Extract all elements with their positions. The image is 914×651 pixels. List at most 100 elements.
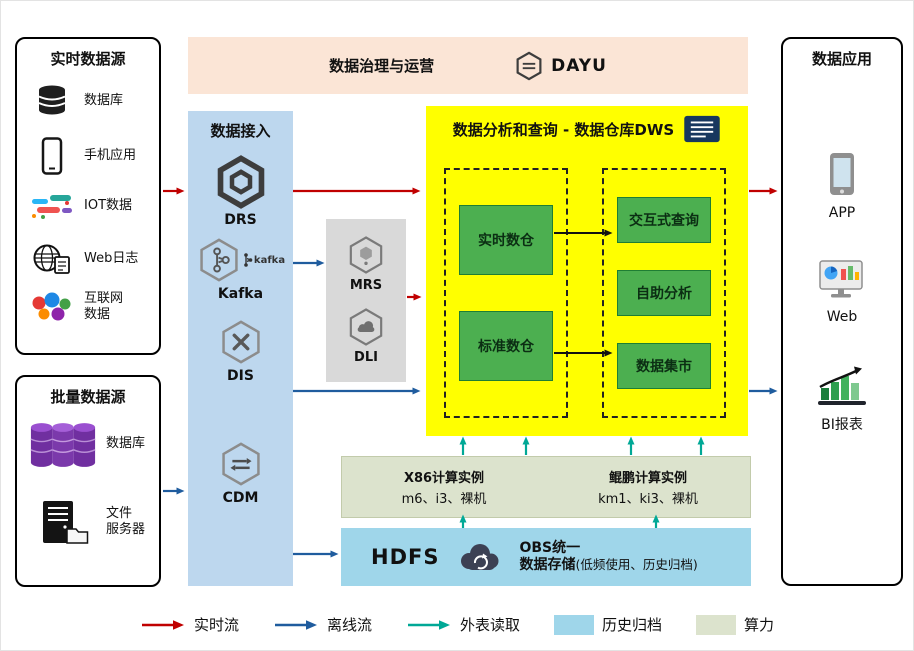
source-label: IOT数据 [84, 197, 133, 213]
dws-analysis-box: 数据分析和查询 - 数据仓库DWS 实时数仓 标准数仓 交互式查询 自助分析 数… [426, 106, 748, 436]
realtime-sources-title: 实时数据源 [50, 50, 126, 68]
kafka-logo: kafka [243, 252, 285, 268]
source-label: 手机应用 [84, 147, 137, 163]
ingestion-label: CDM [222, 490, 259, 506]
legend-item-realtime-flow: 实时流 [140, 614, 239, 635]
compute-kunpeng-title: 鲲鹏计算实例 [608, 471, 687, 486]
ingestion-label: DIS [227, 368, 254, 384]
legend-item-offline-flow: 离线流 [273, 614, 372, 635]
dws-title: 数据分析和查询 - 数据仓库DWS [452, 120, 675, 139]
app-phone-icon [830, 153, 854, 195]
obs-cloud-icon [461, 544, 499, 570]
dis-hexagon-icon [221, 320, 260, 364]
dws-block-standard-warehouse: 标准数仓 [459, 310, 553, 381]
application-item-web: Web [783, 259, 901, 325]
dws-header: 数据分析和查询 - 数据仓库DWS [426, 106, 748, 143]
offline-flow-arrow-icon [274, 619, 317, 630]
dws-document-icon [684, 115, 720, 143]
source-label: 互联网 数据 [84, 291, 124, 323]
legend: 实时流 离线流 外表读取 历史归档 算力 [1, 614, 913, 635]
ingestion-item-kafka: kafka Kafka [188, 237, 293, 302]
hdfs-obs-storage-box: HDFS OBS统一 数据存储(低频使用、历史归档) [341, 528, 751, 586]
ingestion-item-dis: DIS [188, 319, 293, 384]
web-log-icon [27, 243, 77, 275]
drs-hexagon-icon [217, 155, 264, 209]
bi-report-icon [818, 366, 866, 405]
hdfs-label: HDFS [371, 545, 440, 569]
application-label: Web [826, 309, 858, 325]
internet-data-icon [27, 291, 77, 323]
legend-item-external-read: 外表读取 [406, 614, 520, 635]
obs-storage-text: OBS统一 数据存储(低频使用、历史归档) [519, 540, 697, 575]
web-monitor-icon [819, 260, 863, 298]
cdm-hexagon-icon [221, 442, 260, 486]
obs-note: (低频使用、历史归档) [575, 557, 698, 572]
legend-label: 历史归档 [602, 616, 663, 634]
batch-sources-title: 批量数据源 [50, 388, 126, 406]
source-label: 数据库 [84, 92, 124, 108]
obs-line1: OBS统一 [519, 539, 581, 556]
phone-icon [27, 137, 77, 175]
source-item-file-server: 文件 服务器 [27, 499, 155, 545]
dayu-logo: DAYU [514, 51, 607, 81]
middleware-item-dli: DLI [326, 307, 406, 365]
middleware-label: DLI [354, 350, 378, 365]
dayu-hexagon-icon [516, 51, 542, 80]
middleware-label: MRS [349, 278, 383, 293]
data-applications-title: 数据应用 [811, 50, 872, 68]
dws-query-group: 交互式查询 自助分析 数据集市 [602, 168, 726, 418]
source-item-iot: IOT数据 [27, 191, 155, 221]
mrs-hexagon-icon [349, 236, 383, 274]
source-label: Web日志 [84, 250, 139, 266]
dws-block-self-analysis: 自助分析 [617, 270, 711, 316]
application-item-bi-report: BI报表 [783, 364, 901, 434]
legend-item-compute-power: 算力 [696, 614, 774, 635]
ingestion-item-drs: DRS [188, 155, 293, 228]
compute-x86: X86计算实例 m6、i3、裸机 [342, 457, 546, 517]
dws-block-realtime-warehouse: 实时数仓 [459, 205, 553, 276]
obs-line2: 数据存储 [519, 557, 576, 573]
compute-x86-spec: m6、i3、裸机 [401, 492, 487, 507]
realtime-flow-arrow-icon [141, 619, 184, 630]
dayu-label: DAYU [551, 55, 607, 76]
ingestion-item-cdm: CDM [188, 441, 293, 506]
application-item-app: APP [783, 151, 901, 221]
source-item-database: 数据库 [27, 83, 155, 119]
source-label: 数据库 [106, 435, 146, 451]
batch-sources-box: 批量数据源 [15, 375, 161, 587]
compute-kunpeng: 鲲鹏计算实例 km1、ki3、裸机 [546, 457, 750, 517]
iot-icon [27, 191, 77, 221]
legend-label: 外表读取 [459, 616, 520, 634]
source-label: 文件 服务器 [106, 505, 146, 537]
dli-hexagon-icon [349, 308, 383, 346]
compute-instances-box: X86计算实例 m6、i3、裸机 鲲鹏计算实例 km1、ki3、裸机 [341, 456, 751, 518]
data-ingestion-column: 数据接入 DRS [188, 111, 293, 586]
database-icon [27, 83, 77, 119]
purple-database-icon [27, 417, 99, 471]
realtime-sources-box: 实时数据源 数据库 手机应用 [15, 37, 161, 355]
dws-block-data-mart: 数据集市 [617, 343, 711, 389]
dws-warehouse-group: 实时数仓 标准数仓 [444, 168, 568, 418]
source-item-mobile-app: 手机应用 [27, 137, 155, 175]
middleware-box: MRS DLI [326, 219, 406, 382]
ingestion-label: DRS [224, 212, 257, 228]
history-archive-swatch [554, 614, 594, 635]
source-item-web-log: Web日志 [27, 243, 155, 275]
dws-block-interactive-query: 交互式查询 [617, 197, 711, 243]
application-label: APP [828, 205, 856, 221]
data-applications-box: 数据应用 APP Web [781, 37, 903, 586]
data-ingestion-title: 数据接入 [210, 122, 271, 140]
compute-power-swatch [696, 614, 737, 635]
compute-kunpeng-spec: km1、ki3、裸机 [598, 492, 698, 507]
file-server-icon [27, 499, 99, 545]
legend-label: 实时流 [193, 616, 239, 634]
governance-banner: 数据治理与运营 DAYU [188, 37, 748, 94]
source-item-batch-database: 数据库 [27, 417, 155, 471]
application-label: BI报表 [821, 417, 863, 433]
legend-label: 算力 [744, 616, 775, 634]
kafka-logo-icon [244, 253, 253, 267]
external-read-arrow-icon [407, 619, 450, 630]
legend-label: 离线流 [326, 616, 372, 634]
kafka-hexagon-icon [200, 238, 238, 282]
compute-x86-title: X86计算实例 [403, 471, 485, 486]
